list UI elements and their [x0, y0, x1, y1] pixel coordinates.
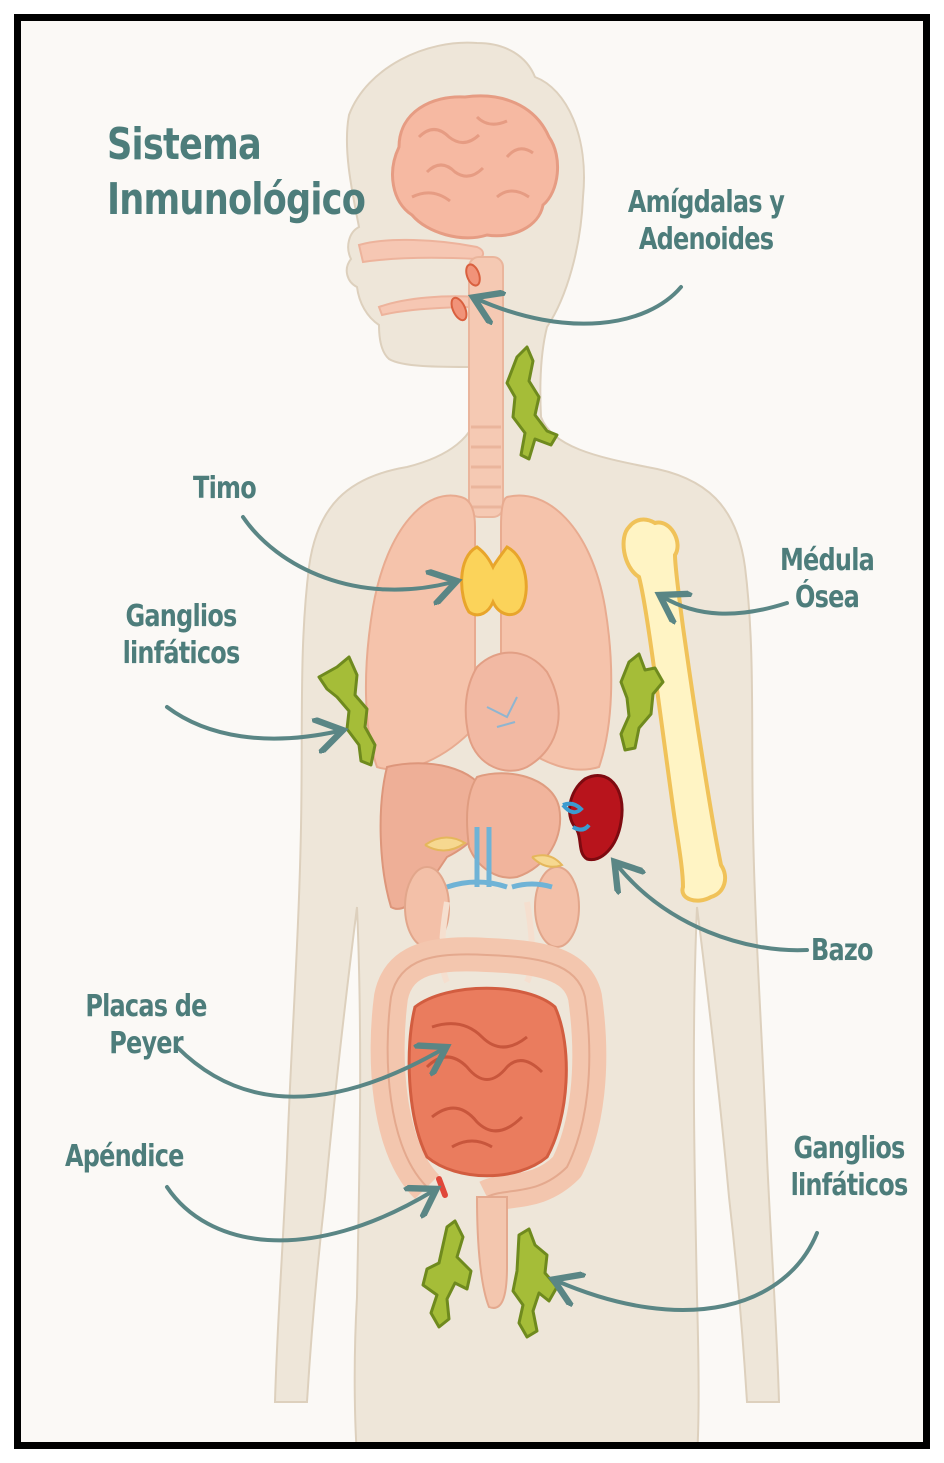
- label-amigdalas: Amígdalas y Adenoides: [574, 185, 838, 258]
- label-medula-line-1: Médula: [747, 543, 907, 580]
- label-bazo: Bazo: [811, 933, 873, 970]
- label-amigdalas-line-2: Adenoides: [574, 222, 838, 259]
- trachea: [469, 257, 503, 517]
- label-placas-line-2: Peyer: [62, 1026, 230, 1063]
- label-medula: Médula Ósea: [747, 543, 907, 616]
- label-ganglios-upper-line-2: linfáticos: [93, 636, 269, 673]
- label-medula-line-2: Ósea: [747, 580, 907, 617]
- heart: [466, 653, 559, 771]
- label-ganglios-upper: Ganglios linfáticos: [93, 599, 269, 672]
- label-amigdalas-line-1: Amígdalas y: [574, 185, 838, 222]
- diagram-frame: Sistema Inmunológico Amígdalas y Adenoid…: [14, 14, 930, 1449]
- label-placas-line-1: Placas de: [62, 989, 230, 1026]
- diagram-title: Sistema Inmunológico: [107, 117, 365, 228]
- small-intestine: [409, 988, 566, 1176]
- label-ganglios-lower: Ganglios linfáticos: [769, 1131, 929, 1204]
- label-ganglios-lower-line-1: Ganglios: [769, 1131, 929, 1168]
- label-apendice: Apéndice: [65, 1139, 184, 1176]
- title-line-1: Sistema: [107, 117, 365, 172]
- label-timo: Timo: [193, 471, 256, 508]
- kidney-right: [535, 867, 579, 947]
- brain: [393, 96, 558, 238]
- title-line-2: Inmunológico: [107, 172, 365, 227]
- label-ganglios-upper-line-1: Ganglios: [93, 599, 269, 636]
- label-placas: Placas de Peyer: [62, 989, 230, 1062]
- label-ganglios-lower-line-2: linfáticos: [769, 1168, 929, 1205]
